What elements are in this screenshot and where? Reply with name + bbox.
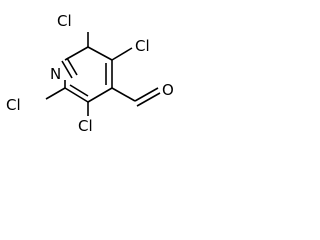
chloro-top-right-label: Cl	[135, 37, 150, 55]
chloro-bottom-left-label: Cl	[6, 96, 21, 114]
bond-c5-cho	[111, 87, 136, 102]
bond-c2-c3	[64, 46, 89, 61]
aldehyde-oxygen-label: O	[162, 81, 174, 99]
bond-c6-c1	[64, 87, 89, 103]
chemical-structure: N Cl Cl Cl Cl O	[6, 12, 174, 135]
bond-c3-c4	[87, 46, 113, 61]
chloro-top-left-label: Cl	[57, 12, 72, 30]
bond-c4-cl	[111, 47, 133, 61]
chloro-bottom-right-label: Cl	[78, 117, 93, 135]
bond-n-c2-inner	[61, 60, 73, 79]
bond-c-o-double-a	[134, 87, 159, 102]
bond-c5-c6	[87, 87, 113, 103]
bond-c1-cl	[45, 87, 66, 100]
bond-n-c2	[66, 57, 78, 76]
bond-c1-c6-inner	[69, 84, 89, 97]
bond-c-o-double-b	[136, 92, 161, 107]
ring-nitrogen-label: N	[50, 65, 61, 83]
